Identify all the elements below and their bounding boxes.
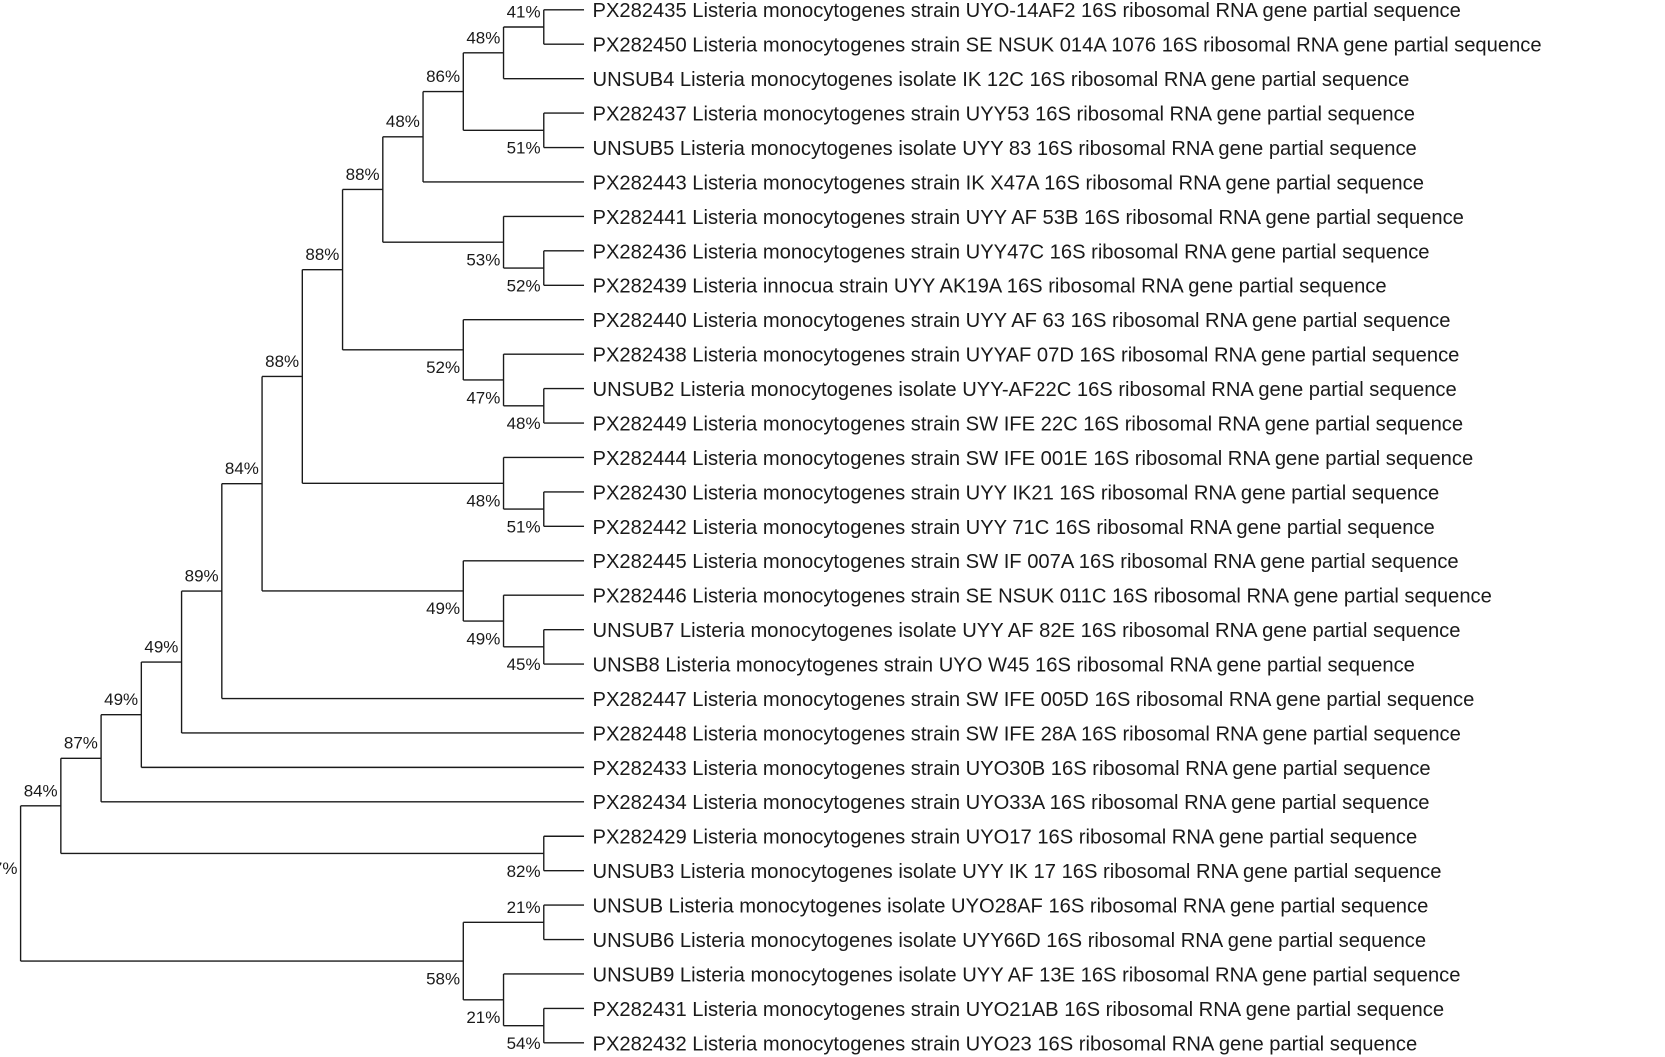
tree-branches bbox=[19, 9, 585, 1044]
leaf-label: PX282440 Listeria monocytogenes strain U… bbox=[593, 310, 1451, 332]
leaf-label: PX282433 Listeria monocytogenes strain U… bbox=[593, 758, 1431, 780]
leaf-label: PX282441 Listeria monocytogenes strain U… bbox=[593, 207, 1464, 229]
bootstrap-value: 49% bbox=[144, 637, 178, 656]
bootstrap-value: 49% bbox=[104, 690, 138, 709]
leaf-label: PX282431 Listeria monocytogenes strain U… bbox=[593, 999, 1445, 1021]
bootstrap-value: 48% bbox=[386, 112, 420, 131]
bootstrap-value: 87% bbox=[64, 734, 98, 753]
leaf-label: PX282435 Listeria monocytogenes strain U… bbox=[593, 0, 1461, 22]
bootstrap-value: 54% bbox=[507, 1034, 541, 1053]
bootstrap-value: 88% bbox=[346, 165, 380, 184]
bootstrap-value: 45% bbox=[507, 655, 541, 674]
bootstrap-value: 58% bbox=[426, 969, 460, 988]
leaf-label: PX282429 Listeria monocytogenes strain U… bbox=[593, 827, 1418, 849]
bootstrap-value: 51% bbox=[507, 517, 541, 536]
bootstrap-value: 89% bbox=[185, 567, 219, 586]
leaf-label: PX282442 Listeria monocytogenes strain U… bbox=[593, 517, 1435, 539]
leaf-label: PX282448 Listeria monocytogenes strain S… bbox=[593, 723, 1461, 745]
leaf-label: PX282436 Listeria monocytogenes strain U… bbox=[593, 241, 1430, 263]
bootstrap-value: 84% bbox=[225, 459, 259, 478]
leaf-label: UNSUB7 Listeria monocytogenes isolate UY… bbox=[593, 620, 1461, 642]
leaf-labels: PX282435 Listeria monocytogenes strain U… bbox=[593, 0, 1542, 1055]
leaf-label: PX282447 Listeria monocytogenes strain S… bbox=[593, 689, 1475, 711]
bootstrap-labels: 41% 48% 51% 86% 48% 52% 53% 88% 48% 47% 52% 88% 51% 4… bbox=[0, 2, 541, 1053]
leaf-label: UNSUB Listeria monocytogenes isolate UYO… bbox=[593, 896, 1429, 918]
bootstrap-value: 21% bbox=[466, 1008, 500, 1027]
bootstrap-value: 51% bbox=[507, 139, 541, 158]
leaf-label: PX282432 Listeria monocytogenes strain U… bbox=[593, 1033, 1418, 1055]
leaf-label: PX282437 Listeria monocytogenes strain U… bbox=[593, 104, 1415, 126]
leaf-label: PX282449 Listeria monocytogenes strain S… bbox=[593, 413, 1464, 435]
leaf-label: UNSUB3 Listeria monocytogenes isolate UY… bbox=[593, 861, 1442, 883]
bootstrap-value: 52% bbox=[426, 358, 460, 377]
bootstrap-value: 52% bbox=[507, 276, 541, 295]
leaf-label: UNSUB6 Listeria monocytogenes isolate UY… bbox=[593, 930, 1427, 952]
bootstrap-value: 49% bbox=[426, 599, 460, 618]
leaf-label: PX282438 Listeria monocytogenes strain U… bbox=[593, 345, 1460, 367]
leaf-label: UNSB8 Listeria monocytogenes strain UYO … bbox=[593, 655, 1415, 677]
bootstrap-value: 87% bbox=[0, 859, 17, 878]
leaf-label: UNSUB4 Listeria monocytogenes isolate IK… bbox=[593, 69, 1410, 91]
leaf-label: PX282430 Listeria monocytogenes strain U… bbox=[593, 482, 1440, 504]
bootstrap-value: 82% bbox=[507, 862, 541, 881]
bootstrap-value: 86% bbox=[426, 67, 460, 86]
leaf-label: PX282446 Listeria monocytogenes strain S… bbox=[593, 586, 1492, 608]
leaf-label: PX282444 Listeria monocytogenes strain S… bbox=[593, 448, 1474, 470]
bootstrap-value: 48% bbox=[507, 414, 541, 433]
bootstrap-value: 53% bbox=[466, 251, 500, 270]
bootstrap-value: 48% bbox=[466, 492, 500, 511]
leaf-label: PX282439 Listeria innocua strain UYY AK1… bbox=[593, 276, 1387, 298]
bootstrap-value: 48% bbox=[466, 28, 500, 47]
leaf-label: UNSUB2 Listeria monocytogenes isolate UY… bbox=[593, 379, 1457, 401]
bootstrap-value: 49% bbox=[466, 629, 500, 648]
bootstrap-value: 84% bbox=[24, 781, 58, 800]
bootstrap-value: 41% bbox=[507, 2, 541, 21]
bootstrap-value: 47% bbox=[466, 388, 500, 407]
bootstrap-value: 88% bbox=[305, 245, 339, 264]
leaf-label: UNSUB9 Listeria monocytogenes isolate UY… bbox=[593, 964, 1461, 986]
bootstrap-value: 88% bbox=[265, 352, 299, 371]
leaf-label: PX282434 Listeria monocytogenes strain U… bbox=[593, 792, 1430, 814]
leaf-label: UNSUB5 Listeria monocytogenes isolate UY… bbox=[593, 138, 1417, 160]
leaf-label: PX282445 Listeria monocytogenes strain S… bbox=[593, 551, 1459, 573]
leaf-label: PX282450 Listeria monocytogenes strain S… bbox=[593, 35, 1542, 57]
bootstrap-value: 21% bbox=[507, 898, 541, 917]
leaf-label: PX282443 Listeria monocytogenes strain I… bbox=[593, 172, 1424, 194]
